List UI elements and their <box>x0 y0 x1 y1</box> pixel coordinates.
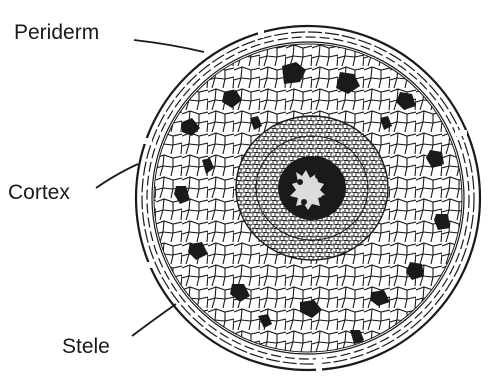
periderm-label: Periderm <box>14 22 99 43</box>
stele-label: Stele <box>62 336 110 357</box>
cortex-leader-line <box>96 164 138 188</box>
stele-layer <box>236 116 388 260</box>
cortex-label: Cortex <box>8 182 70 203</box>
periderm-leader-line <box>134 40 204 52</box>
stele-leader-line <box>132 304 176 336</box>
